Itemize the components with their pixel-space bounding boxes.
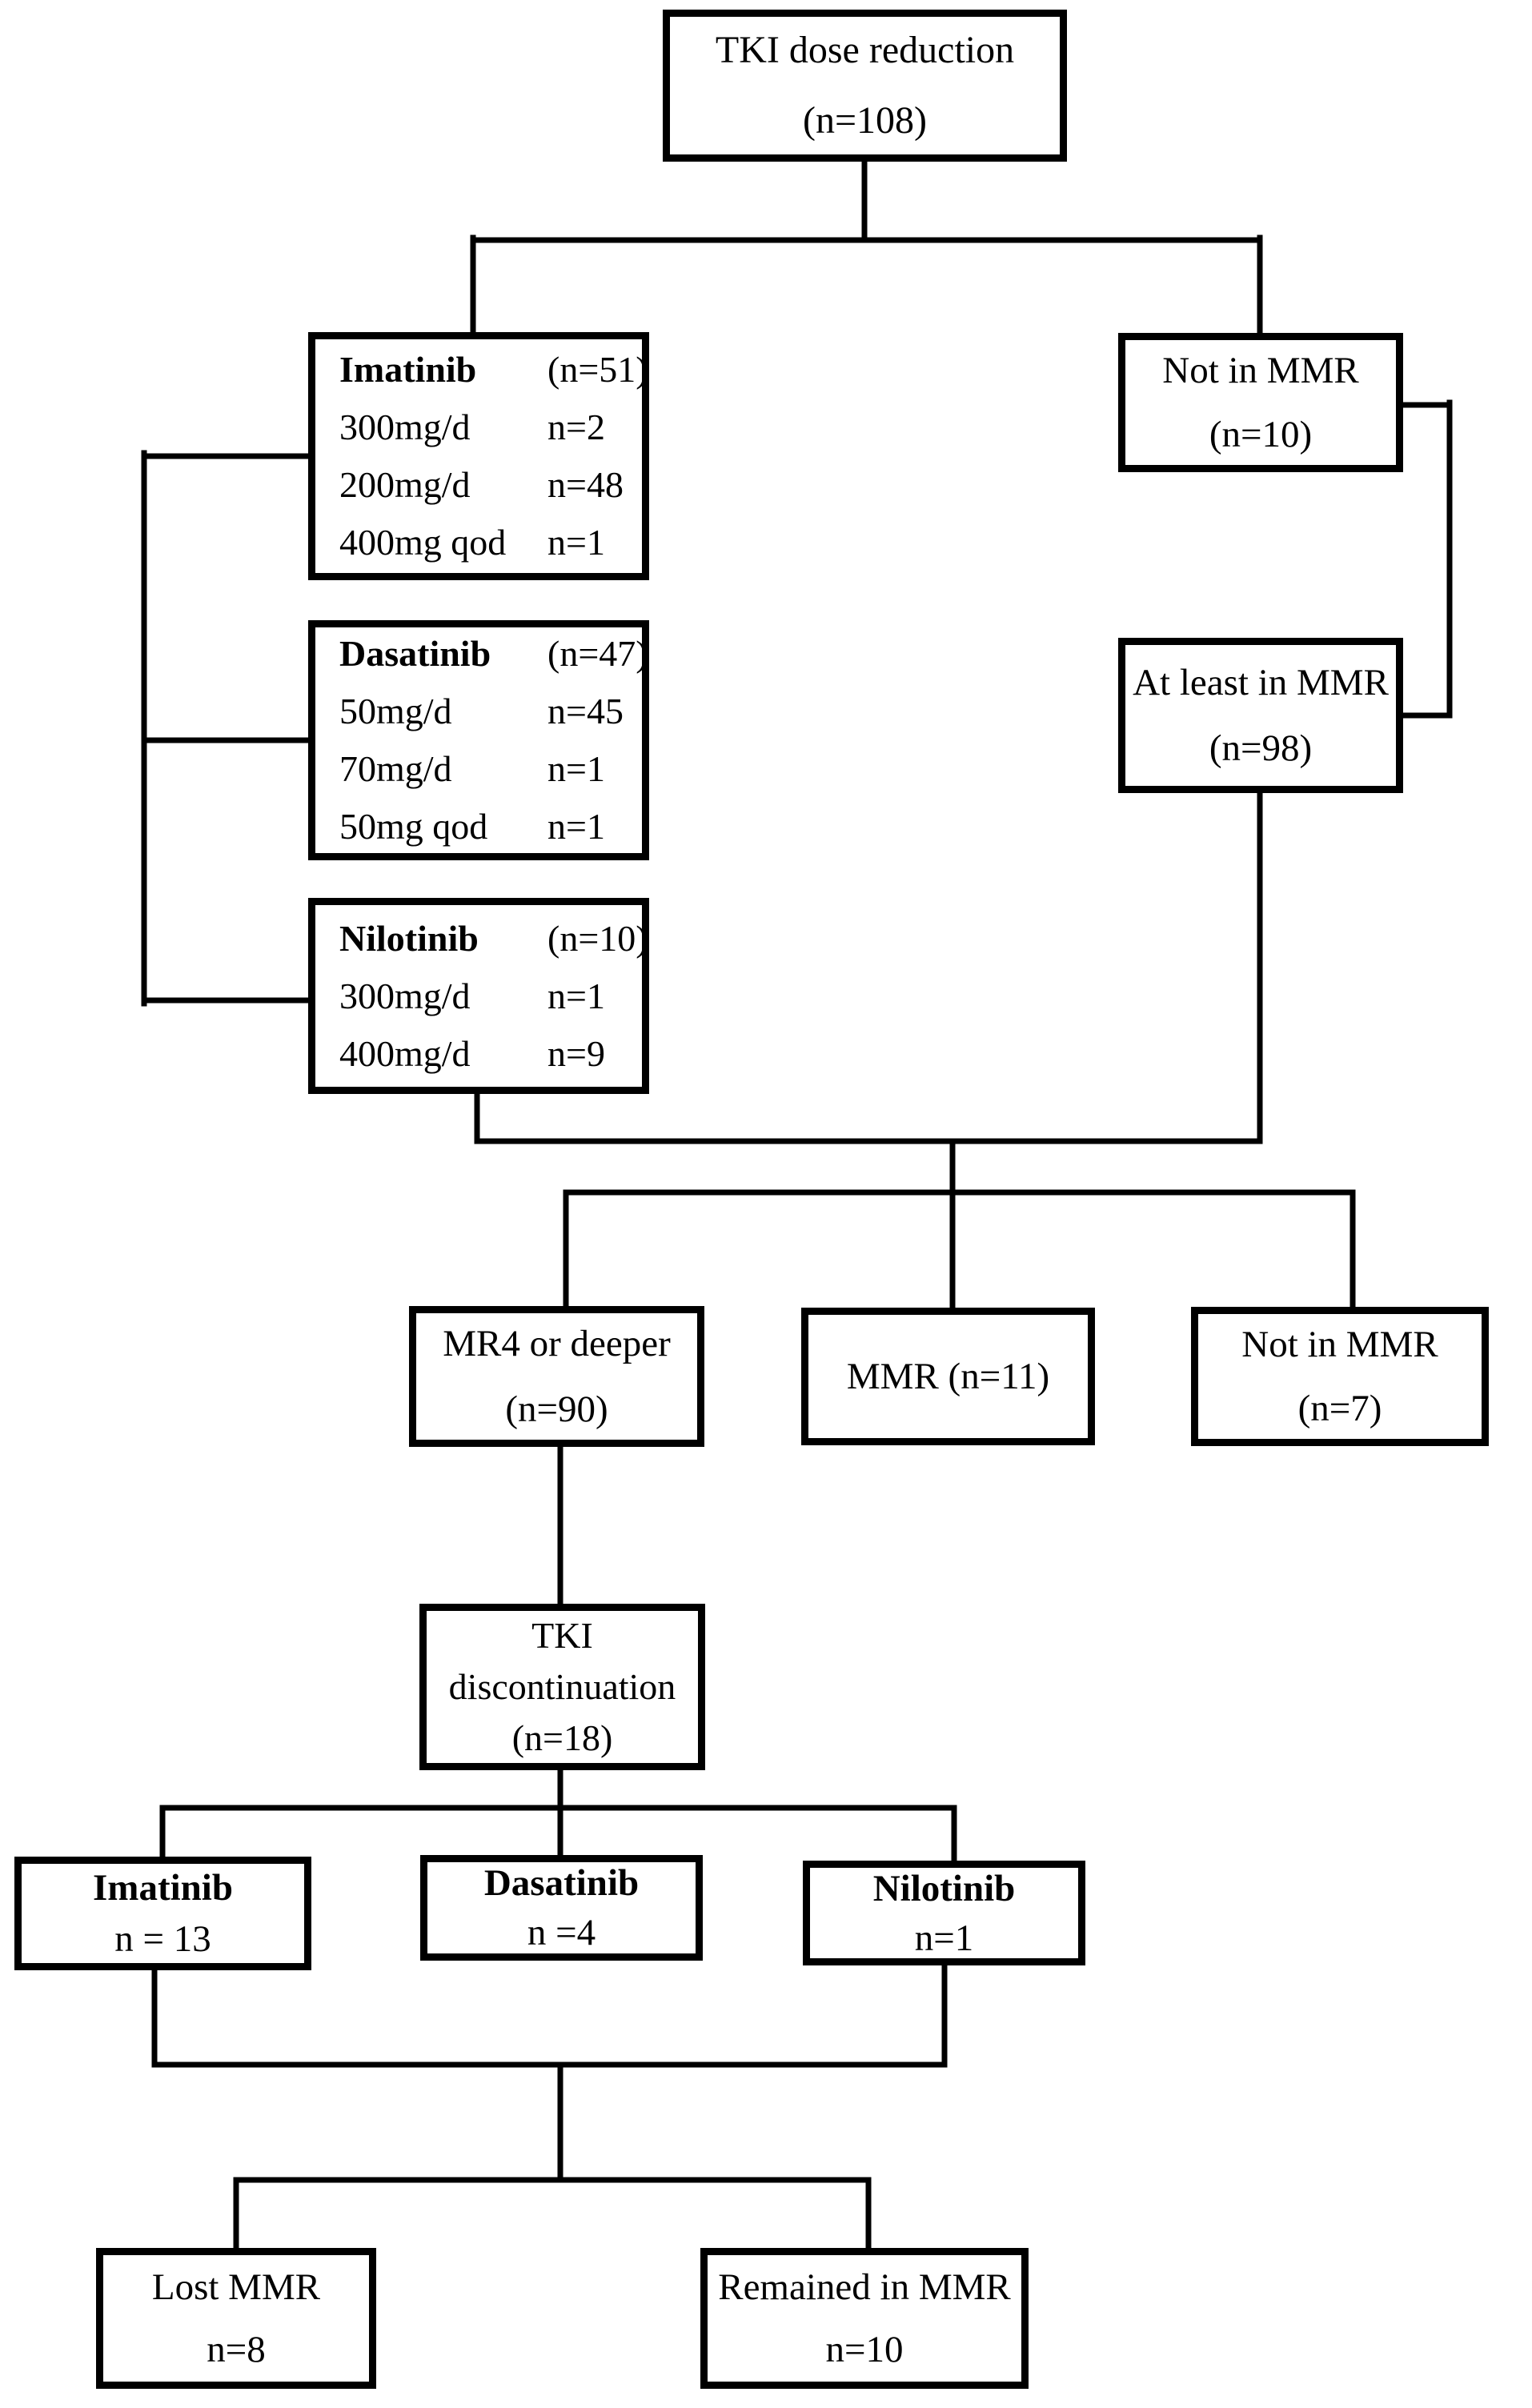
dasatinib-dose-title: Dasatinib: [339, 633, 491, 674]
mr4-label: MR4 or deeper: [443, 1323, 671, 1364]
mmr-11-label: MMR (n=11): [846, 1356, 1050, 1397]
dose-value: n=2: [547, 407, 605, 447]
lost-mmr-box: Lost MMR n=8: [96, 2248, 376, 2389]
dose-label: 300mg/d: [339, 975, 471, 1016]
tki-dose-reduction-box: TKI dose reduction (n=108): [663, 10, 1067, 162]
tki-dose-reduction-label: TKI dose reduction: [715, 29, 1015, 71]
imatinib-13-title: Imatinib: [93, 1867, 233, 1909]
dose-label: 300mg/d: [339, 407, 471, 447]
mr4-count: (n=90): [505, 1388, 608, 1430]
dose-value: n=45: [547, 691, 624, 731]
lost-mmr-count: n=8: [207, 2329, 266, 2370]
dasatinib-dose-box: Dasatinib (n=47) 50mg/d n=45 70mg/d n=1 …: [308, 620, 649, 860]
at-least-in-mmr-box: At least in MMR (n=98): [1118, 638, 1403, 793]
lost-mmr-label: Lost MMR: [151, 2266, 321, 2308]
dose-label: 400mg/d: [339, 1032, 471, 1074]
dose-value: n=1: [547, 806, 605, 847]
nilotinib-dose-title: Nilotinib: [339, 917, 479, 959]
dose-value: n=9: [547, 1032, 605, 1074]
dose-label: 50mg/d: [339, 691, 452, 731]
at-least-in-mmr-label: At least in MMR: [1133, 662, 1389, 703]
tki-disc-label-2: discontinuation: [448, 1666, 676, 1707]
dasatinib-4-title: Dasatinib: [483, 1862, 640, 1904]
remained-in-mmr-box: Remained in MMR n=10: [700, 2248, 1029, 2389]
not-in-mmr-7-label: Not in MMR: [1241, 1324, 1438, 1365]
nilotinib-dose-count: (n=10): [547, 917, 648, 959]
dose-label: 200mg/d: [339, 464, 471, 505]
dasatinib-4-count: n =4: [527, 1912, 596, 1953]
nilotinib-1-title: Nilotinib: [872, 1867, 1016, 1909]
tki-dose-reduction-count: (n=108): [802, 99, 928, 142]
dose-label: 70mg/d: [339, 748, 452, 789]
remained-in-mmr-label: Remained in MMR: [718, 2266, 1011, 2308]
not-in-mmr-7-count: (n=7): [1297, 1388, 1382, 1429]
dose-value: n=1: [547, 748, 605, 789]
not-in-mmr-7-box: Not in MMR (n=7): [1191, 1307, 1489, 1446]
imatinib-13-box: Imatinib n = 13: [14, 1857, 311, 1970]
dasatinib-4-box: Dasatinib n =4: [420, 1855, 703, 1961]
at-least-in-mmr-count: (n=98): [1209, 727, 1313, 769]
dose-value: n=48: [547, 464, 624, 505]
dasatinib-dose-count: (n=47): [547, 633, 648, 674]
mmr-11-box: MMR (n=11): [801, 1308, 1095, 1445]
nilotinib-1-count: n=1: [914, 1917, 974, 1959]
dose-value: n=1: [547, 522, 605, 563]
dose-value: n=1: [547, 975, 605, 1016]
remained-in-mmr-count: n=10: [825, 2329, 904, 2370]
not-in-mmr-10-label: Not in MMR: [1162, 350, 1359, 391]
imatinib-dose-title: Imatinib: [339, 349, 477, 390]
tki-disc-count: (n=18): [511, 1717, 613, 1758]
dose-label: 400mg qod: [339, 522, 507, 563]
imatinib-dose-box: Imatinib (n=51) 300mg/d n=2 200mg/d n=48…: [308, 332, 649, 580]
not-in-mmr-10-box: Not in MMR (n=10): [1118, 333, 1403, 472]
nilotinib-dose-box: Nilotinib (n=10) 300mg/d n=1 400mg/d n=9: [308, 898, 649, 1094]
tki-discontinuation-box: TKI discontinuation (n=18): [419, 1604, 705, 1770]
imatinib-13-count: n = 13: [114, 1918, 211, 1960]
imatinib-dose-count: (n=51): [547, 349, 648, 390]
mr4-or-deeper-box: MR4 or deeper (n=90): [409, 1306, 704, 1447]
tki-disc-label-1: TKI: [531, 1615, 593, 1656]
dose-label: 50mg qod: [339, 806, 488, 847]
not-in-mmr-10-count: (n=10): [1209, 414, 1313, 455]
nilotinib-1-box: Nilotinib n=1: [803, 1861, 1085, 1965]
